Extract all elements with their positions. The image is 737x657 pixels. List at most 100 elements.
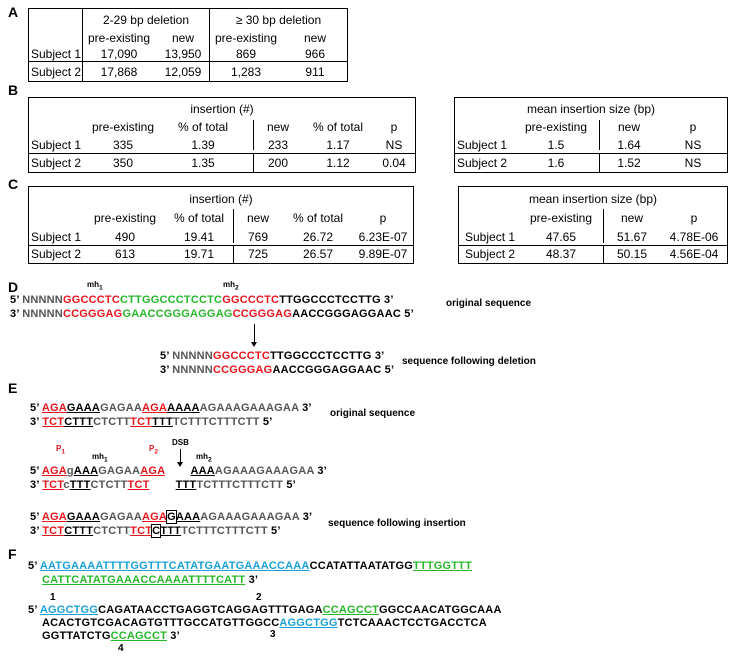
table-a-row-label: Subject 1 <box>31 47 82 61</box>
table-a-row-label: Subject 2 <box>31 65 82 79</box>
table-c-row-label: Subject 1 <box>31 230 82 244</box>
table-c-cell: 26.72 <box>302 230 334 244</box>
table-c2-row-label: Subject 1 <box>465 230 516 244</box>
e-seq-top: 5’ AGAGAAAGAGAAAGAAAAAAGAAAGAAAGAA 3’ <box>30 402 312 414</box>
table-b-row-label: Subject 2 <box>31 156 82 170</box>
table-b2-cell: NS <box>684 156 702 170</box>
e-mh1-label: mh1 <box>92 452 108 464</box>
table-a-col: pre-existing <box>214 31 278 45</box>
table-c-cell: 725 <box>247 247 269 261</box>
table-b-cell: 1.35 <box>191 156 215 170</box>
e-seq-mid-bottom: 3’ TCTcTTTCTCTTTCT TTTTCTTTCTTTCTT 5’ <box>30 479 296 491</box>
table-c-cell: 490 <box>114 230 136 244</box>
d-following-label: sequence following deletion <box>402 356 536 367</box>
table-b-row-label: Subject 1 <box>31 138 82 152</box>
table-b-cell: 200 <box>267 156 289 170</box>
table-b-cell: 335 <box>112 138 134 152</box>
f-num-3: 3 <box>270 629 276 640</box>
table-a-header-2: ≥ 30 bp deletion <box>235 13 322 27</box>
e-dsb-arrow <box>180 449 181 463</box>
e-following-label: sequence following insertion <box>328 518 466 529</box>
d-arrow <box>254 324 255 344</box>
table-c2-col: new <box>620 211 643 225</box>
f-num-1: 1 <box>50 592 56 603</box>
d-result-top: 5’ NNNNNGGCCCTCTTGGCCCTCCTTG 3’ <box>160 350 385 362</box>
table-b-title: insertion (#) <box>190 102 254 116</box>
mh2-label: mh2 <box>223 280 239 292</box>
d-seq-bottom: 3’ NNNNNCCGGGAGGAACCGGGAGGAGCCGGGAGAACCG… <box>10 308 414 320</box>
panel-label-a: A <box>8 4 19 20</box>
panel-label-d: D <box>8 279 19 295</box>
table-b2-row-label: Subject 1 <box>457 138 508 152</box>
table-c-cell: 9.89E-07 <box>358 247 408 261</box>
table-c-cell: 19.41 <box>183 230 215 244</box>
table-c-cell: 6.23E-07 <box>358 230 408 244</box>
table-c-cell: 19.71 <box>183 247 215 261</box>
table-c-title: insertion (#) <box>189 192 253 206</box>
table-b2-cell: NS <box>684 138 702 152</box>
table-b2-title: mean insertion size (bp) <box>526 102 656 116</box>
e-p1-label: P1 <box>56 444 66 456</box>
table-a-header-1: 2-29 bp deletion <box>102 13 190 27</box>
table-b2: mean insertion size (bp) pre-existing ne… <box>454 97 728 173</box>
table-b2-row-label: Subject 2 <box>457 156 508 170</box>
table-c2-cell: 51.67 <box>616 230 648 244</box>
table-c-col: % of total <box>292 211 344 225</box>
f-num-2: 2 <box>256 592 262 603</box>
table-a-col: new <box>303 31 326 45</box>
table-c2-row-label: Subject 2 <box>465 247 516 261</box>
e-dsb-arrowhead <box>177 462 183 467</box>
d-arrowhead <box>251 342 257 347</box>
table-c2: mean insertion size (bp) pre-existing ne… <box>458 186 728 264</box>
panel-label-b: B <box>8 82 19 98</box>
d-original-label: original sequence <box>446 298 532 309</box>
table-c-col: new <box>246 211 269 225</box>
table-b-col: % of total <box>177 120 229 134</box>
table-b-cell: 1.12 <box>326 156 350 170</box>
table-c2-cell: 47.65 <box>545 230 577 244</box>
f-line1: 5’ AATGAAAATTTTGGTTTCATATGAATGAAACCAAACC… <box>28 560 472 572</box>
table-b2-cell: 1.6 <box>547 156 565 170</box>
table-c2-col: p <box>690 211 698 225</box>
e-seq-bottom: 3’ TCTCTTTCTCTTTCTTTTTCTTTCTTTCTT 5’ <box>30 416 273 428</box>
table-b2-col: pre-existing <box>524 120 588 134</box>
d-seq-top: 5’ NNNNNGGCCCTCCTTGGCCCTCCTCGGCCCTCTTGGC… <box>10 294 394 306</box>
table-c2-col: pre-existing <box>529 211 593 225</box>
table-b: insertion (#) pre-existing % of total ne… <box>28 97 416 173</box>
mh1-label: mh1 <box>87 280 103 292</box>
e-seq-res-bottom: 3’ TCTCTTTCTCTTTCTCTTTTCTTTCTTTCTT 5’ <box>30 524 281 538</box>
d-result-bottom: 3’ NNNNNCCGGGAGAACCGGGAGGAAC 5’ <box>160 364 395 376</box>
table-b-col: pre-existing <box>91 120 155 134</box>
table-a-cell: 13,950 <box>164 47 202 61</box>
table-b-col: new <box>266 120 289 134</box>
table-a-cell: 17,868 <box>100 65 138 79</box>
table-c2-cell: 48.37 <box>545 247 577 261</box>
panel-label-f: F <box>8 546 17 562</box>
table-b-col: % of total <box>312 120 364 134</box>
table-b-cell: 1.39 <box>191 138 215 152</box>
table-c: insertion (#) pre-existing % of total ne… <box>28 186 414 264</box>
f-num-4: 4 <box>118 643 124 654</box>
f-line4: ACACTGTCGACAGTGTTTGCCATGTTGGCCAGGCTGGTCT… <box>42 617 487 629</box>
table-c2-cell: 50.15 <box>616 247 648 261</box>
e-mh2-label: mh2 <box>196 452 212 464</box>
table-c-row-label: Subject 2 <box>31 247 82 261</box>
table-b2-cell: 1.52 <box>617 156 641 170</box>
table-a-col: pre-existing <box>87 31 151 45</box>
e-seq-res-top: 5’ AGAGAAAGAGAAAGAGAAAAGAAAGAAAGAA 3’ <box>30 510 313 524</box>
table-c-cell: 613 <box>114 247 136 261</box>
table-b-cell: 233 <box>267 138 289 152</box>
e-original-label: original sequence <box>330 408 416 419</box>
table-c2-cell: 4.56E-04 <box>669 247 719 261</box>
table-b-cell: 1.17 <box>326 138 350 152</box>
table-a-cell: 1,283 <box>230 65 262 79</box>
f-line2: CATTCATATGAAACCAAAATTTTCATT 3’ <box>42 574 259 586</box>
table-b2-col: p <box>689 120 697 134</box>
table-a-cell: 12,059 <box>164 65 202 79</box>
table-b2-cell: 1.64 <box>617 138 641 152</box>
table-c-col: % of total <box>173 211 225 225</box>
table-c-col: pre-existing <box>93 211 157 225</box>
panel-label-e: E <box>8 380 18 396</box>
table-a-cell: 17,090 <box>100 47 138 61</box>
f-line3: 5’ AGGCTGGCAGATAACCTGAGGTCAGGAGTTTGAGACC… <box>28 604 502 616</box>
